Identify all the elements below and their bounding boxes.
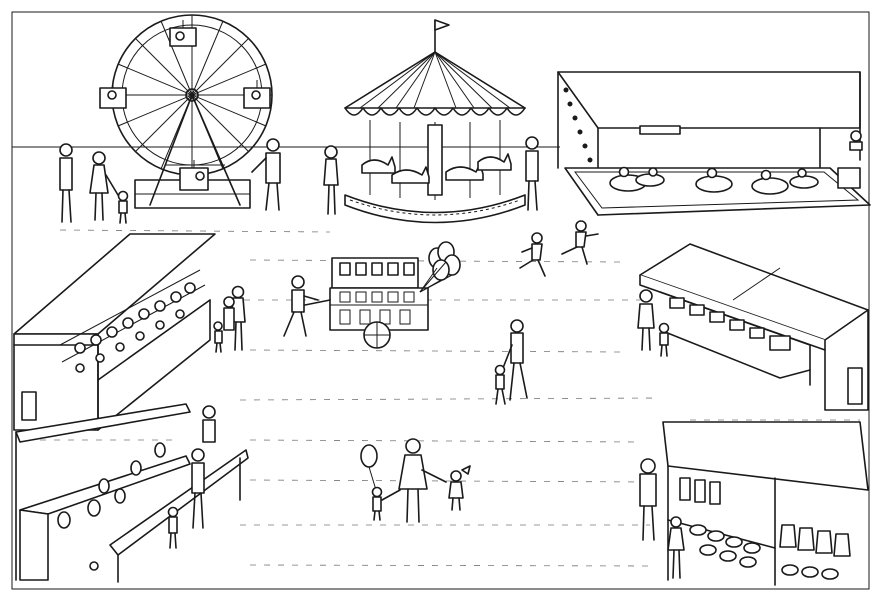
- person-man-right-of-wheel: [251, 138, 281, 211]
- clothing-stall-bottom-right: [639, 421, 869, 586]
- family-with-balloon: [360, 438, 471, 523]
- parent-and-child-walking: [494, 319, 528, 405]
- person-man-right-of-carousel: [525, 136, 539, 211]
- picture-frame: [11, 11, 870, 590]
- person-woman-near-carousel: [323, 145, 339, 215]
- person-woman-with-child: [89, 151, 129, 224]
- game-stall-bottom-left: [15, 403, 249, 583]
- person-man-left: [59, 143, 73, 223]
- carousel: [344, 19, 526, 224]
- running-child-1: [519, 232, 546, 277]
- souvenir-cart: [283, 241, 461, 349]
- running-child-2: [561, 220, 599, 265]
- running-children: [519, 220, 599, 277]
- people-near-ferris-wheel: [59, 138, 339, 224]
- ferris-wheel: [99, 14, 273, 209]
- goods-stall-right: [637, 243, 869, 411]
- bumper-cars-pavilion: [557, 71, 871, 216]
- ground-texture: [40, 229, 860, 567]
- toy-stall-left: [13, 233, 246, 431]
